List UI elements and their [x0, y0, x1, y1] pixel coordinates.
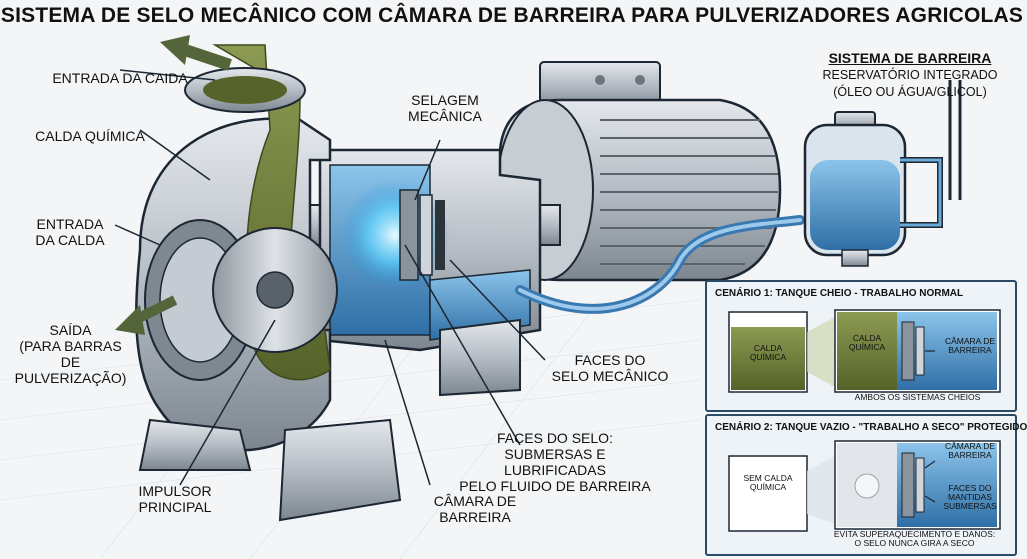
s1-footer: AMBOS OS SISTEMAS CHEIOS	[854, 392, 981, 402]
s2-faces-line1: FACES DO	[948, 483, 992, 493]
page-title: SISTEMA DE SELO MECÂNICO COM CÂMARA DE B…	[0, 4, 1024, 27]
barrier-chamber	[318, 148, 542, 352]
label-faces-lub-line3: PELO FLUIDO DE BARREIRA	[459, 478, 651, 494]
label-selagem-line1: SELAGEM	[411, 92, 479, 108]
barrier-system-line1: RESERVATÓRIO INTEGRADO	[822, 68, 998, 82]
label-faces-selo-line1: FACES DO	[574, 352, 646, 368]
pump-casing	[134, 44, 521, 522]
scenario-2-illustration	[728, 440, 1001, 532]
s2-footer-line2: O SELO NUNCA GIRA A SECO	[854, 538, 975, 548]
label-entrada-caida: ENTRADA DA CAIDA	[52, 70, 188, 86]
s2-camara-line2: BARREIRA	[948, 450, 992, 460]
label-faces-lub-line2: SUBMERSAS E LUBRIFICADAS	[504, 446, 606, 478]
barrier-system-label: SISTEMA DE BARREIRA RESERVATÓRIO INTEGRA…	[815, 50, 1005, 100]
leader-lines	[114, 69, 546, 486]
label-camara-line1: CÂMARA DE	[433, 493, 517, 509]
scenario-1-panel: CENÁRIO 1: TANQUE CHEIO - TRABALHO NORMA…	[705, 280, 1017, 412]
scenario-1-illustration	[728, 309, 1001, 393]
flow-arrows	[115, 35, 232, 335]
label-saida-line1: SAÍDA	[49, 322, 92, 338]
label-saida-line3: PULVERIZAÇÃO)	[14, 370, 127, 386]
s1-camara-line2: BARREIRA	[948, 345, 992, 355]
scenario-1-title: CENÁRIO 1: TANQUE CHEIO - TRABALHO NORMA…	[715, 288, 964, 299]
s1-zoom-line1: CALDA	[852, 333, 882, 343]
label-entrada-calda-line2: DA CALDA	[35, 232, 105, 248]
s1-zoom-line2: QUÍMICA	[848, 342, 886, 352]
s1-tank-line1: CALDA	[753, 343, 783, 353]
s1-tank-line2: QUÍMICA	[749, 352, 787, 362]
label-calda-quimica: CALDA QUÍMICA	[35, 128, 145, 144]
scenario-2-panel: CENÁRIO 2: TANQUE VAZIO - "TRABALHO A SE…	[705, 414, 1027, 556]
barrier-system-title: SISTEMA DE BARREIRA	[828, 50, 992, 66]
s2-faces-line2: MANTIDAS	[948, 492, 992, 502]
label-entrada-calda-line1: ENTRADA	[36, 216, 104, 232]
s2-camara-line1: CÂMARA DE	[944, 441, 996, 451]
s2-tank-line1: SEM CALDA	[743, 473, 793, 483]
s1-camara-line1: CÂMARA DE	[944, 336, 996, 346]
s2-faces-line3: SUBMERSAS	[943, 501, 997, 511]
label-saida-line2: (PARA BARRAS DE	[19, 338, 122, 370]
s2-footer-line1: EVITA SUPERAQUECIMENTO E DANOS:	[833, 529, 996, 539]
scenario-2-title: CENÁRIO 2: TANQUE VAZIO - "TRABALHO A SE…	[715, 422, 1027, 433]
label-selagem-line2: MECÂNICA	[408, 108, 482, 124]
s2-tank-line2: QUÍMICA	[749, 482, 787, 492]
barrier-system-line2: (ÓLEO OU ÁGUA/GLICOL)	[833, 85, 987, 99]
label-impulsor-line1: IMPULSOR	[138, 483, 212, 499]
label-impulsor-line2: PRINCIPAL	[138, 499, 212, 515]
label-camara-line2: BARREIRA	[439, 509, 511, 525]
label-faces-selo-line2: SELO MECÂNICO	[551, 368, 669, 384]
barrier-reservoir	[803, 80, 962, 267]
s2-footer: EVITA SUPERAQUECIMENTO E DANOS:O SELO NU…	[817, 530, 1012, 548]
label-faces-lub-line1: FACES DO SELO:	[497, 430, 613, 446]
